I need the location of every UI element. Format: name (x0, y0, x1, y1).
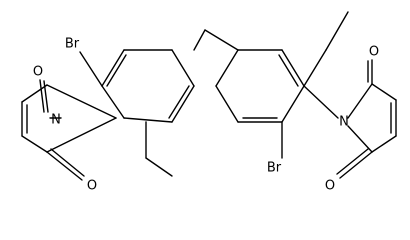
atom-n-left: N (51, 113, 61, 128)
bond-right-ring-2 (281, 49, 305, 87)
bond-left-ring-4 (171, 49, 195, 87)
bond-left-ring-2-double (106, 54, 127, 87)
atom-o-right-top: O (369, 45, 379, 60)
bond-right-c4-c5 (371, 135, 397, 153)
bond-right-n-ring (303, 85, 339, 119)
bond-right-c5-o (339, 151, 373, 179)
bond-right-c5-n (347, 125, 373, 153)
bond-left-ethyl-2 (145, 157, 173, 177)
bond-left-c4-c5 (21, 135, 48, 153)
atom-o-right-bottom: O (325, 179, 335, 194)
bond-right-c2-c3 (371, 83, 397, 101)
bond-bridge-right (204, 29, 239, 51)
bond-right-ring-3 (281, 85, 305, 123)
bond-left-ring-5-double (168, 85, 190, 119)
bond-left-ring-1 (101, 85, 125, 119)
bond-left-ring-2 (101, 49, 125, 87)
bond-right-ethyl-1 (303, 49, 327, 87)
bond-right-ring-5 (215, 85, 239, 123)
bond-left-c2-o (39, 79, 45, 113)
bond-right-ring-2-double (278, 54, 299, 87)
bond-right-n-c2 (347, 83, 373, 119)
bond-left-c5-o (46, 151, 83, 181)
atom-labels: Br N O O Br N O O (33, 37, 379, 194)
atom-o-left-bottom: O (87, 179, 97, 194)
bond-left-c5-n (46, 117, 117, 153)
bond-right-ethyl-2 (325, 11, 349, 51)
bond-left-c2-c3 (21, 84, 48, 103)
bond-left-n-c2ring (46, 84, 117, 119)
atom-o-left-top: O (33, 65, 43, 80)
atom-br-left: Br (65, 37, 80, 52)
atom-br-right: Br (267, 161, 282, 176)
bond-right-ring-6 (215, 49, 239, 87)
atom-n-right: N (339, 115, 349, 130)
bond-left-br (79, 51, 103, 87)
bond-right-c5-o-double (336, 148, 369, 175)
molecule-structure-diagram: Br N O O Br N O O (21, 11, 397, 194)
bond-bridge-left (193, 29, 206, 51)
bond-left-ring-6 (123, 117, 173, 123)
bonds (21, 11, 397, 181)
bond-left-c5-o-double (50, 148, 85, 177)
bond-left-ring-5 (171, 85, 195, 123)
